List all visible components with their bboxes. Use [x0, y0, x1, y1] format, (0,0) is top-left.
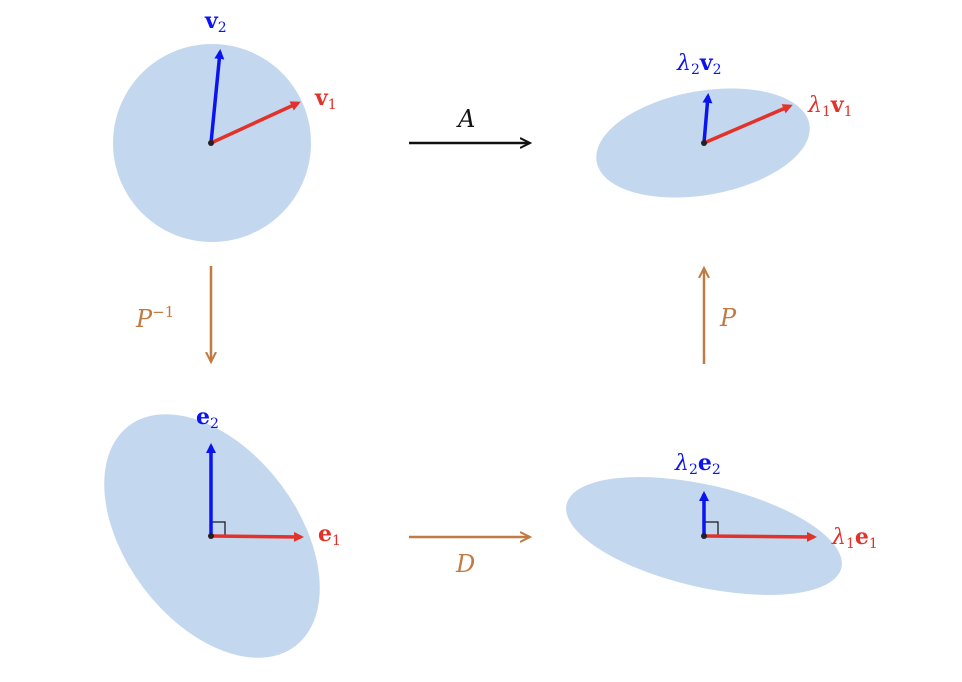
top-right-panel: λ2v2 λ1v1 [596, 50, 853, 198]
label-A: A [456, 105, 475, 133]
v2-label: v2 [204, 8, 227, 36]
v1-label: v1 [314, 85, 337, 113]
lambda1-e1-vector [703, 531, 817, 542]
label-D: D [455, 550, 475, 578]
lambda2-v2-vector [702, 93, 713, 144]
origin-dot [701, 533, 707, 539]
e1-vector [210, 531, 304, 542]
map-A: A [409, 105, 530, 143]
e2-label: e2 [196, 404, 219, 432]
bottom-right-panel: λ2e2 λ1e1 [566, 450, 878, 595]
e1-label: e1 [318, 521, 341, 549]
top-left-panel: v2 v1 [113, 8, 337, 242]
map-D: D [409, 537, 530, 578]
lambda1-v1-label: λ1v1 [807, 92, 853, 120]
lambda1-v1-vector [703, 104, 793, 145]
v2-vector [209, 49, 225, 144]
lambda2-v2-label: λ2v2 [676, 50, 722, 78]
map-P-inverse: P−1 [135, 266, 211, 362]
lambda1-e1-label: λ1e1 [831, 524, 878, 552]
v1-vector [210, 101, 301, 145]
bottom-left-panel: e2 e1 [104, 404, 341, 658]
label-P: P [719, 304, 737, 332]
lambda2-e2-label: λ2e2 [674, 450, 721, 478]
origin-dot [701, 140, 707, 146]
label-P-inverse: P−1 [135, 303, 174, 333]
map-P: P [704, 268, 737, 364]
origin-dot [208, 533, 214, 539]
origin-dot [208, 140, 214, 146]
